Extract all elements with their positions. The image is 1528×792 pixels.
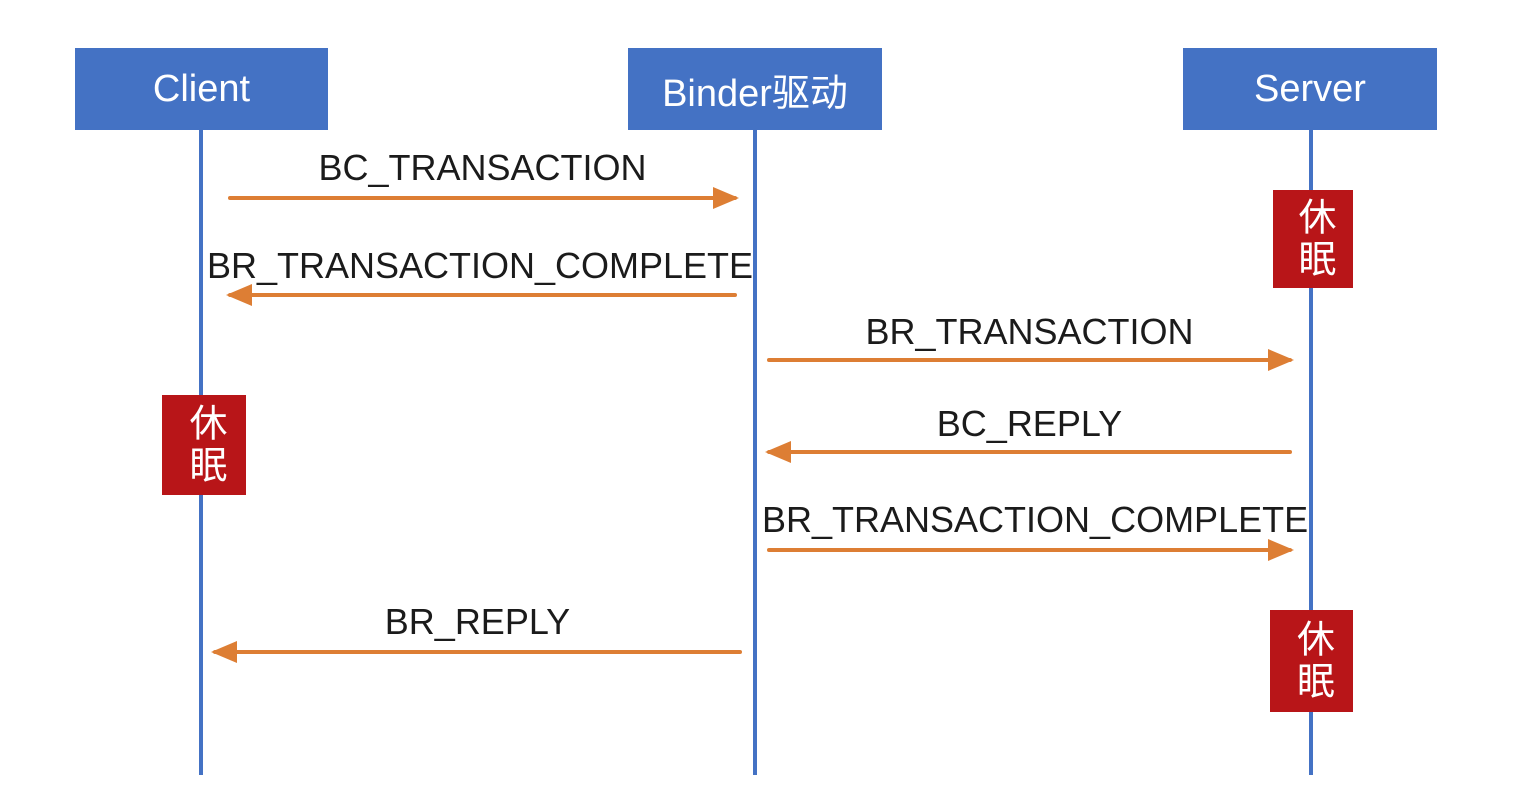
actor-box-binder-driver: Binder驱动 bbox=[628, 48, 882, 130]
arrow-left-icon bbox=[213, 650, 742, 654]
sleep-marker-server-top: 休眠 bbox=[1273, 190, 1353, 288]
message-label-br-transaction: BR_TRANSACTION bbox=[865, 311, 1194, 352]
actor-box-server: Server bbox=[1183, 48, 1437, 130]
message-label-br-reply: BR_REPLY bbox=[384, 601, 571, 642]
message-label-br-transaction-complete-client: BR_TRANSACTION_COMPLETE bbox=[206, 245, 754, 286]
message-label-bc-transaction: BC_TRANSACTION bbox=[318, 147, 647, 188]
arrow-right-icon bbox=[767, 548, 1292, 552]
arrow-right-icon bbox=[767, 358, 1292, 362]
actor-label-binder-driver: Binder驱动 bbox=[662, 72, 848, 115]
sleep-marker-label: 休眠 bbox=[1290, 619, 1333, 703]
arrow-right-icon bbox=[228, 196, 737, 200]
arrow-left-icon bbox=[767, 450, 1292, 454]
sleep-marker-label: 休眠 bbox=[183, 403, 225, 487]
sleep-marker-label: 休眠 bbox=[1292, 197, 1334, 281]
actor-label-client: Client bbox=[152, 67, 251, 110]
lifeline-server bbox=[1309, 130, 1313, 775]
lifeline-binder-driver bbox=[753, 130, 757, 775]
actor-box-client: Client bbox=[75, 48, 328, 130]
sleep-marker-client: 休眠 bbox=[162, 395, 246, 495]
arrow-left-icon bbox=[228, 293, 737, 297]
actor-label-server: Server bbox=[1254, 67, 1366, 110]
message-label-bc-reply: BC_REPLY bbox=[936, 403, 1123, 444]
sleep-marker-server-bottom: 休眠 bbox=[1270, 610, 1353, 712]
message-label-br-transaction-complete-server: BR_TRANSACTION_COMPLETE bbox=[762, 499, 1309, 540]
